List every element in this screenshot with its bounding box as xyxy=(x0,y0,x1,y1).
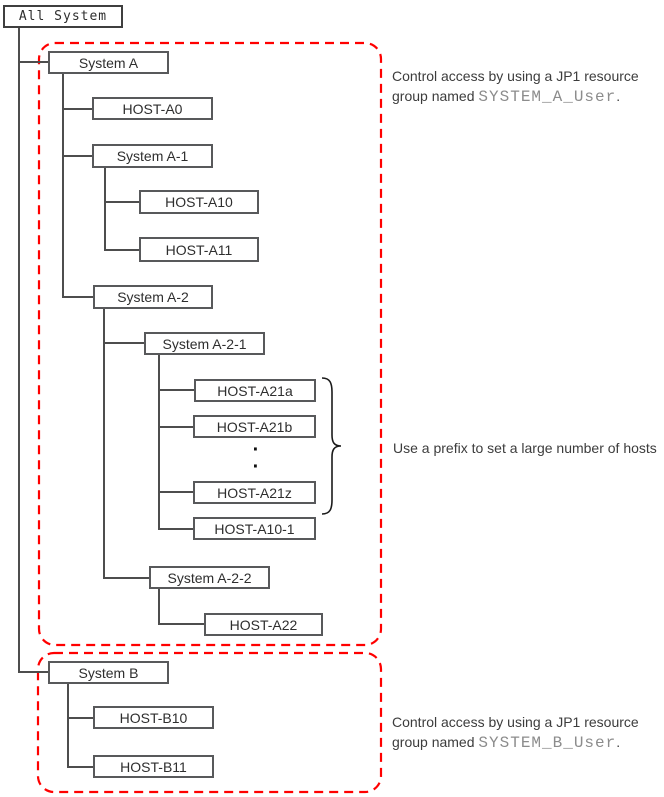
connector-trunk-system-b xyxy=(67,684,69,768)
connector-to-host-a21z xyxy=(160,491,193,493)
connector-to-host-b10 xyxy=(69,717,93,719)
node-label: System B xyxy=(78,664,139,681)
node-host-a21a: HOST-A21a xyxy=(194,379,316,402)
annotation-group-b: Control access by using a JP1 resource g… xyxy=(392,712,664,753)
annotation-suffix: . xyxy=(616,734,621,750)
ellipsis-dots: · · xyxy=(248,440,264,478)
connector-to-system-a22 xyxy=(105,577,149,579)
node-host-a21z: HOST-A21z xyxy=(193,481,316,504)
node-label: System A-2 xyxy=(117,289,189,305)
annotation-code: SYSTEM_B_User xyxy=(478,734,617,752)
connector-to-system-a21 xyxy=(105,342,144,344)
node-host-a0: HOST-A0 xyxy=(92,97,213,120)
node-label: System A-2-2 xyxy=(167,569,252,586)
annotation-text: Control access by using a JP1 resource g… xyxy=(392,68,639,104)
node-label: HOST-A10 xyxy=(165,194,233,210)
node-label: HOST-A11 xyxy=(165,241,233,258)
node-host-a10: HOST-A10 xyxy=(139,190,259,214)
connector-to-host-a21b xyxy=(160,426,193,428)
node-host-b10: HOST-B10 xyxy=(93,706,214,729)
node-host-b11: HOST-B11 xyxy=(93,755,214,778)
connector-to-system-a2 xyxy=(64,296,93,298)
connector-to-host-a10-1 xyxy=(160,528,193,530)
connector-trunk-system-a21 xyxy=(158,355,160,530)
connector-to-system-a1 xyxy=(64,155,92,157)
connector-to-host-a10 xyxy=(106,201,139,203)
node-system-a22: System A-2-2 xyxy=(149,566,270,589)
connector-to-host-a11 xyxy=(106,249,139,251)
node-label: HOST-A10-1 xyxy=(214,520,295,537)
connector-to-host-b11 xyxy=(69,766,93,768)
connector-trunk-system-a22 xyxy=(158,589,160,625)
connector-to-host-a0 xyxy=(64,108,92,110)
connector-trunk-system-a2 xyxy=(103,309,105,579)
node-all-system: All System xyxy=(3,5,123,28)
annotation-text: Control access by using a JP1 resource g… xyxy=(392,714,639,750)
node-system-b: System B xyxy=(48,661,169,684)
connector-to-system-a xyxy=(20,61,48,63)
connector-to-host-a21a xyxy=(160,389,194,391)
node-system-a: System A xyxy=(48,51,169,74)
node-label: All System xyxy=(18,9,108,24)
connector-trunk-allsystem xyxy=(18,27,20,673)
node-host-a11: HOST-A11 xyxy=(139,237,259,262)
node-label: HOST-A21z xyxy=(217,484,292,501)
node-host-a22: HOST-A22 xyxy=(204,613,323,636)
annotation-prefix-note: Use a prefix to set a large number of ho… xyxy=(393,438,657,458)
annotation-code: SYSTEM_A_User xyxy=(478,88,617,106)
node-label: HOST-A21a xyxy=(217,382,293,399)
node-label: HOST-A22 xyxy=(229,616,298,633)
connector-to-host-a22 xyxy=(160,623,204,625)
node-label: HOST-A21b xyxy=(216,418,293,435)
node-system-a1: System A-1 xyxy=(92,144,213,168)
node-host-a21b: HOST-A21b xyxy=(193,415,316,438)
node-system-a2: System A-2 xyxy=(93,285,213,309)
node-label: HOST-B11 xyxy=(120,758,187,775)
node-label: System A-1 xyxy=(116,148,189,164)
node-host-a10-1: HOST-A10-1 xyxy=(193,517,316,540)
annotation-text: Use a prefix to set a large number of ho… xyxy=(393,440,657,456)
node-label: System A xyxy=(78,54,139,71)
node-label: HOST-B10 xyxy=(119,709,188,726)
annotation-suffix: . xyxy=(616,88,621,104)
node-label: HOST-A0 xyxy=(122,100,183,117)
ellipsis-dot: · xyxy=(252,456,260,478)
curly-brace xyxy=(321,377,342,515)
connector-to-system-b xyxy=(20,671,48,673)
node-system-a21: System A-2-1 xyxy=(144,332,265,355)
node-label: System A-2-1 xyxy=(162,335,247,352)
annotation-group-a: Control access by using a JP1 resource g… xyxy=(392,66,664,107)
connector-trunk-system-a1 xyxy=(104,168,106,251)
